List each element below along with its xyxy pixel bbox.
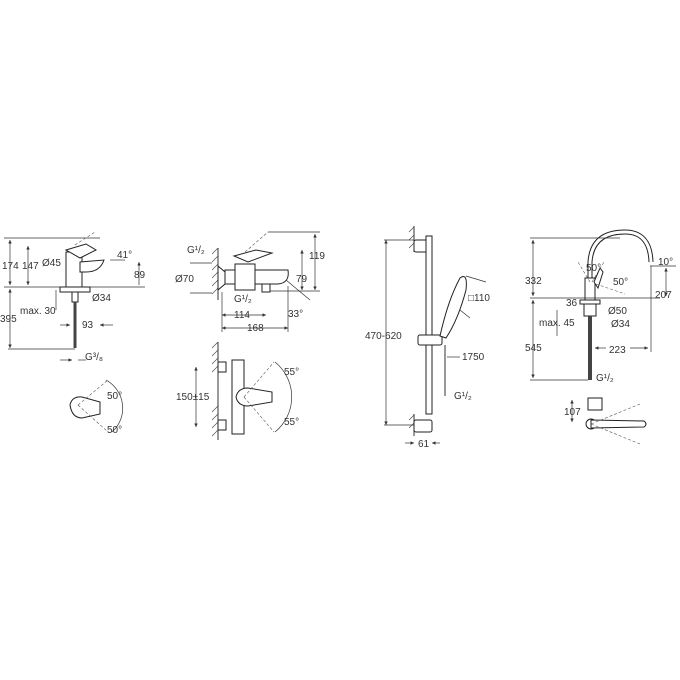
- basin-height-spout: 147: [22, 261, 39, 272]
- shower-rail-length: 470-620: [365, 331, 402, 342]
- bath-connection-outlet: G¹/₂: [234, 294, 252, 305]
- basin-hose-length: 395: [0, 314, 17, 325]
- kitchen-hole-diameter: Ø34: [611, 319, 630, 330]
- bath-mixer-lever: [232, 249, 274, 263]
- kitchen-spout-clearance: 207: [655, 290, 672, 301]
- kitchen-spout-reach: 223: [609, 345, 626, 356]
- bath-connection-wall: G¹/₂: [187, 245, 205, 256]
- basin-spout-clearance: 89: [134, 270, 146, 281]
- basin-hole-diameter: Ø34: [92, 293, 111, 304]
- bath-lever-angle-bottom: 55°: [284, 417, 299, 428]
- basin-mixer-top-view: [69, 396, 101, 419]
- bath-flange-diameter: Ø70: [175, 274, 194, 285]
- bath-height-total: 119: [309, 251, 325, 262]
- basin-spout-reach: 93: [82, 320, 94, 331]
- basin-height-total: 174: [2, 261, 19, 272]
- basin-lever-angle-bottom: 50°: [107, 425, 122, 436]
- kitchen-mixer-drawing: [530, 229, 676, 445]
- kitchen-spout-angle: 10°: [658, 257, 673, 268]
- basin-mixer-lever: [64, 243, 98, 259]
- kitchen-max-deck: max. 45: [539, 318, 575, 329]
- bath-mixer-front-lever: [235, 387, 273, 407]
- bath-height-body: 79: [296, 274, 308, 285]
- kitchen-lever-angle-b: 50°: [613, 277, 628, 288]
- kitchen-mixer-body: [584, 277, 596, 301]
- kitchen-height-total: 332: [525, 276, 542, 287]
- shower-hose-length: 1750: [462, 352, 485, 363]
- bath-mixer-body: [234, 263, 256, 291]
- bath-spout-angle: 33°: [288, 309, 303, 320]
- bath-mixer-drawing: [190, 231, 320, 440]
- shower-rail-drawing: [384, 226, 487, 445]
- kitchen-connection: G¹/₂: [596, 373, 614, 384]
- kitchen-top-view-depth: 107: [564, 407, 581, 418]
- shower-head-size: □110: [468, 293, 490, 304]
- basin-lever-angle-top: 50°: [107, 391, 122, 402]
- kitchen-lever-offset: 36: [566, 298, 578, 309]
- kitchen-lever-angle-a: 50°: [586, 263, 601, 274]
- bath-centres: 150±15: [176, 392, 210, 403]
- basin-max-deck: max. 30: [20, 306, 56, 317]
- basin-spout-angle: 41°: [117, 250, 132, 261]
- shower-slider: [417, 334, 443, 346]
- kitchen-mixer-top-view-spout: [590, 419, 647, 429]
- bath-lever-angle-top: 55°: [284, 367, 299, 378]
- bath-mixer-spout: [254, 269, 289, 285]
- kitchen-body-diameter: Ø50: [608, 306, 627, 317]
- kitchen-mixer-lever: [593, 267, 604, 290]
- basin-spout-diameter: Ø45: [42, 258, 61, 269]
- shower-connection: G¹/₂: [454, 391, 472, 402]
- shower-wall-distance: 61: [418, 439, 430, 450]
- shower-handset: [439, 276, 467, 339]
- bath-outlet-distance: 114: [234, 310, 250, 321]
- bath-projection: 168: [247, 323, 264, 334]
- kitchen-hose-length: 545: [525, 343, 542, 354]
- basin-connection: G³/₈: [85, 352, 103, 363]
- shower-rail: [425, 235, 433, 415]
- basin-mixer-drawing: [4, 231, 145, 433]
- basin-mixer-spout: [79, 259, 105, 273]
